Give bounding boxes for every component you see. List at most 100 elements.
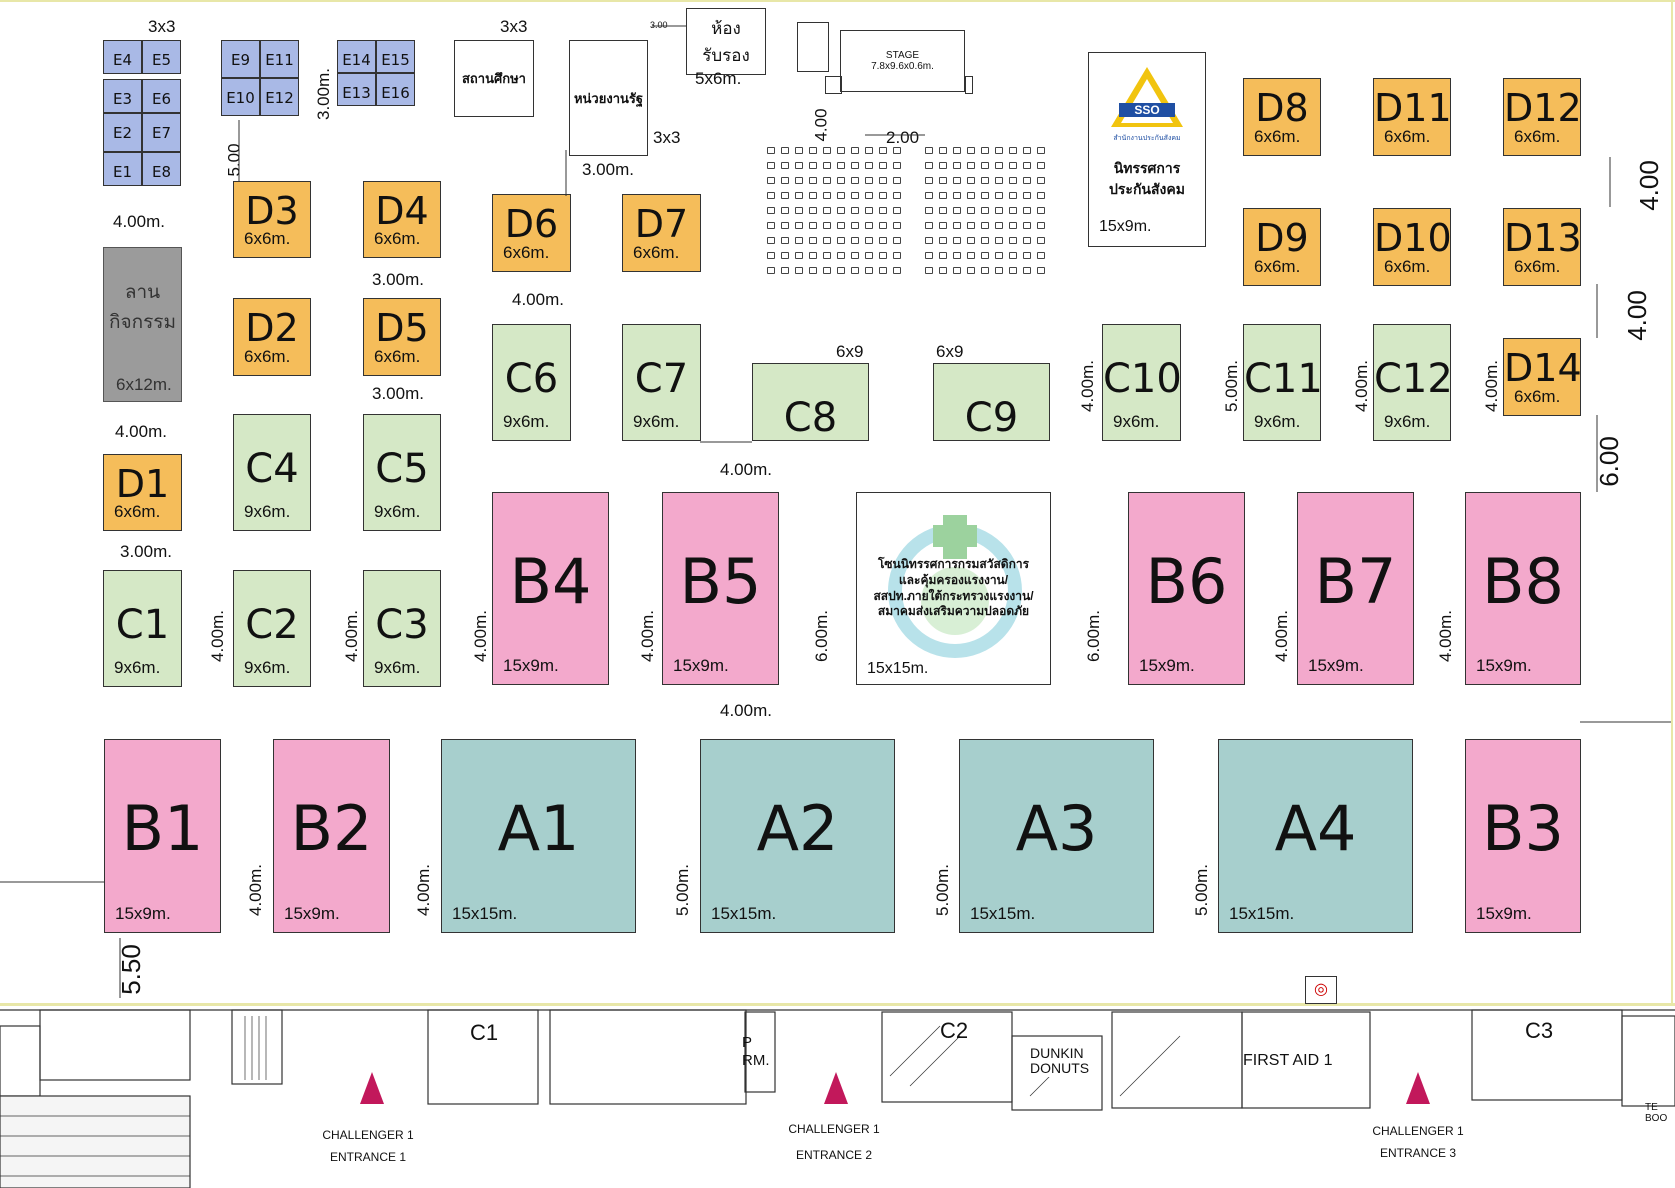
chair bbox=[837, 192, 845, 199]
stage[interactable]: STAGE 7.8x9.6x0.6m. bbox=[840, 30, 965, 92]
chair bbox=[939, 252, 947, 259]
sso-logo-text: สำนักงานประกันสังคม bbox=[1113, 135, 1181, 142]
dim-label-large: 4.00 bbox=[1621, 290, 1652, 341]
booth-size: 6x6m. bbox=[1254, 257, 1301, 276]
welfare-zone[interactable]: โซนนิทรรศการกรมสวัสดิการ และคุ้มครองแรงง… bbox=[856, 492, 1051, 685]
chair bbox=[967, 237, 975, 244]
booth-e10[interactable]: E10 bbox=[221, 78, 260, 116]
chair bbox=[795, 177, 803, 184]
booth-e11[interactable]: E11 bbox=[260, 40, 299, 78]
booth-e12[interactable]: E12 bbox=[260, 78, 299, 116]
booth-code: D5 bbox=[375, 306, 429, 350]
booth-size: 6x6m. bbox=[1514, 257, 1561, 276]
education-booth[interactable]: สถานศึกษา bbox=[454, 40, 534, 117]
government-booth[interactable]: หน่วยงานรัฐ bbox=[569, 40, 648, 156]
chair bbox=[879, 162, 887, 169]
activity-area[interactable]: ลาน กิจกรรม 6x12m. bbox=[103, 247, 182, 402]
chair bbox=[767, 252, 775, 259]
booth-e7[interactable]: E7 bbox=[142, 113, 181, 152]
booth-code: E7 bbox=[151, 124, 172, 142]
booth-size: 9x6m. bbox=[244, 502, 291, 521]
booth-code: D2 bbox=[245, 306, 299, 350]
booth-size: 6x6m. bbox=[1384, 257, 1431, 276]
chair bbox=[767, 267, 775, 274]
booth-size: 9x6m. bbox=[244, 658, 291, 677]
chair bbox=[795, 252, 803, 259]
booth-code: E6 bbox=[151, 90, 172, 108]
chair bbox=[981, 207, 989, 214]
chair bbox=[781, 222, 789, 229]
hall-right-border bbox=[1671, 0, 1673, 1005]
booth-size: 15x15m. bbox=[711, 904, 777, 923]
sso-logo-icon: SSO bbox=[1111, 67, 1183, 127]
booth-e6[interactable]: E6 bbox=[142, 79, 181, 113]
booth-code: B7 bbox=[1314, 545, 1397, 618]
booth-e13[interactable]: E13 bbox=[337, 73, 376, 106]
booth-e5[interactable]: E5 bbox=[142, 40, 181, 74]
booth-e14[interactable]: E14 bbox=[337, 40, 376, 73]
booth-e3[interactable]: E3 bbox=[103, 79, 142, 113]
booth-e15[interactable]: E15 bbox=[376, 40, 415, 73]
booth-c9[interactable]: C9 bbox=[933, 363, 1050, 441]
booth-e9[interactable]: E9 bbox=[221, 40, 260, 78]
booth-size: 6x6m. bbox=[244, 347, 291, 366]
sso-exhibition[interactable]: SSO สำนักงานประกันสังคม นิทรรศการ ประกัน… bbox=[1088, 52, 1206, 247]
booth-code: C4 bbox=[245, 446, 299, 492]
booth-e8[interactable]: E8 bbox=[142, 152, 181, 186]
booth-e16[interactable]: E16 bbox=[376, 73, 415, 106]
booth-code: E2 bbox=[112, 124, 133, 142]
booth-e1[interactable]: E1 bbox=[103, 152, 142, 186]
booth-e4[interactable]: E4 bbox=[103, 40, 142, 74]
booth-e2[interactable]: E2 bbox=[103, 113, 142, 152]
dim-label: 4.00m. bbox=[113, 212, 165, 231]
chair bbox=[851, 207, 859, 214]
reception-label: ห้องรับรอง bbox=[702, 19, 750, 65]
reception-room[interactable]: ห้องรับรอง 5x6m. bbox=[686, 8, 766, 88]
chair bbox=[1009, 237, 1017, 244]
chair bbox=[953, 162, 961, 169]
chair bbox=[953, 267, 961, 274]
chair bbox=[823, 267, 831, 274]
booth-c8[interactable]: C8 bbox=[752, 363, 869, 441]
chair bbox=[981, 177, 989, 184]
chair bbox=[795, 207, 803, 214]
booth-size: 15x9m. bbox=[503, 656, 559, 675]
entrance-3-line2: ENTRANCE 3 bbox=[1379, 1146, 1456, 1160]
booth-c4[interactable]: C4 9x6m. bbox=[233, 414, 311, 531]
